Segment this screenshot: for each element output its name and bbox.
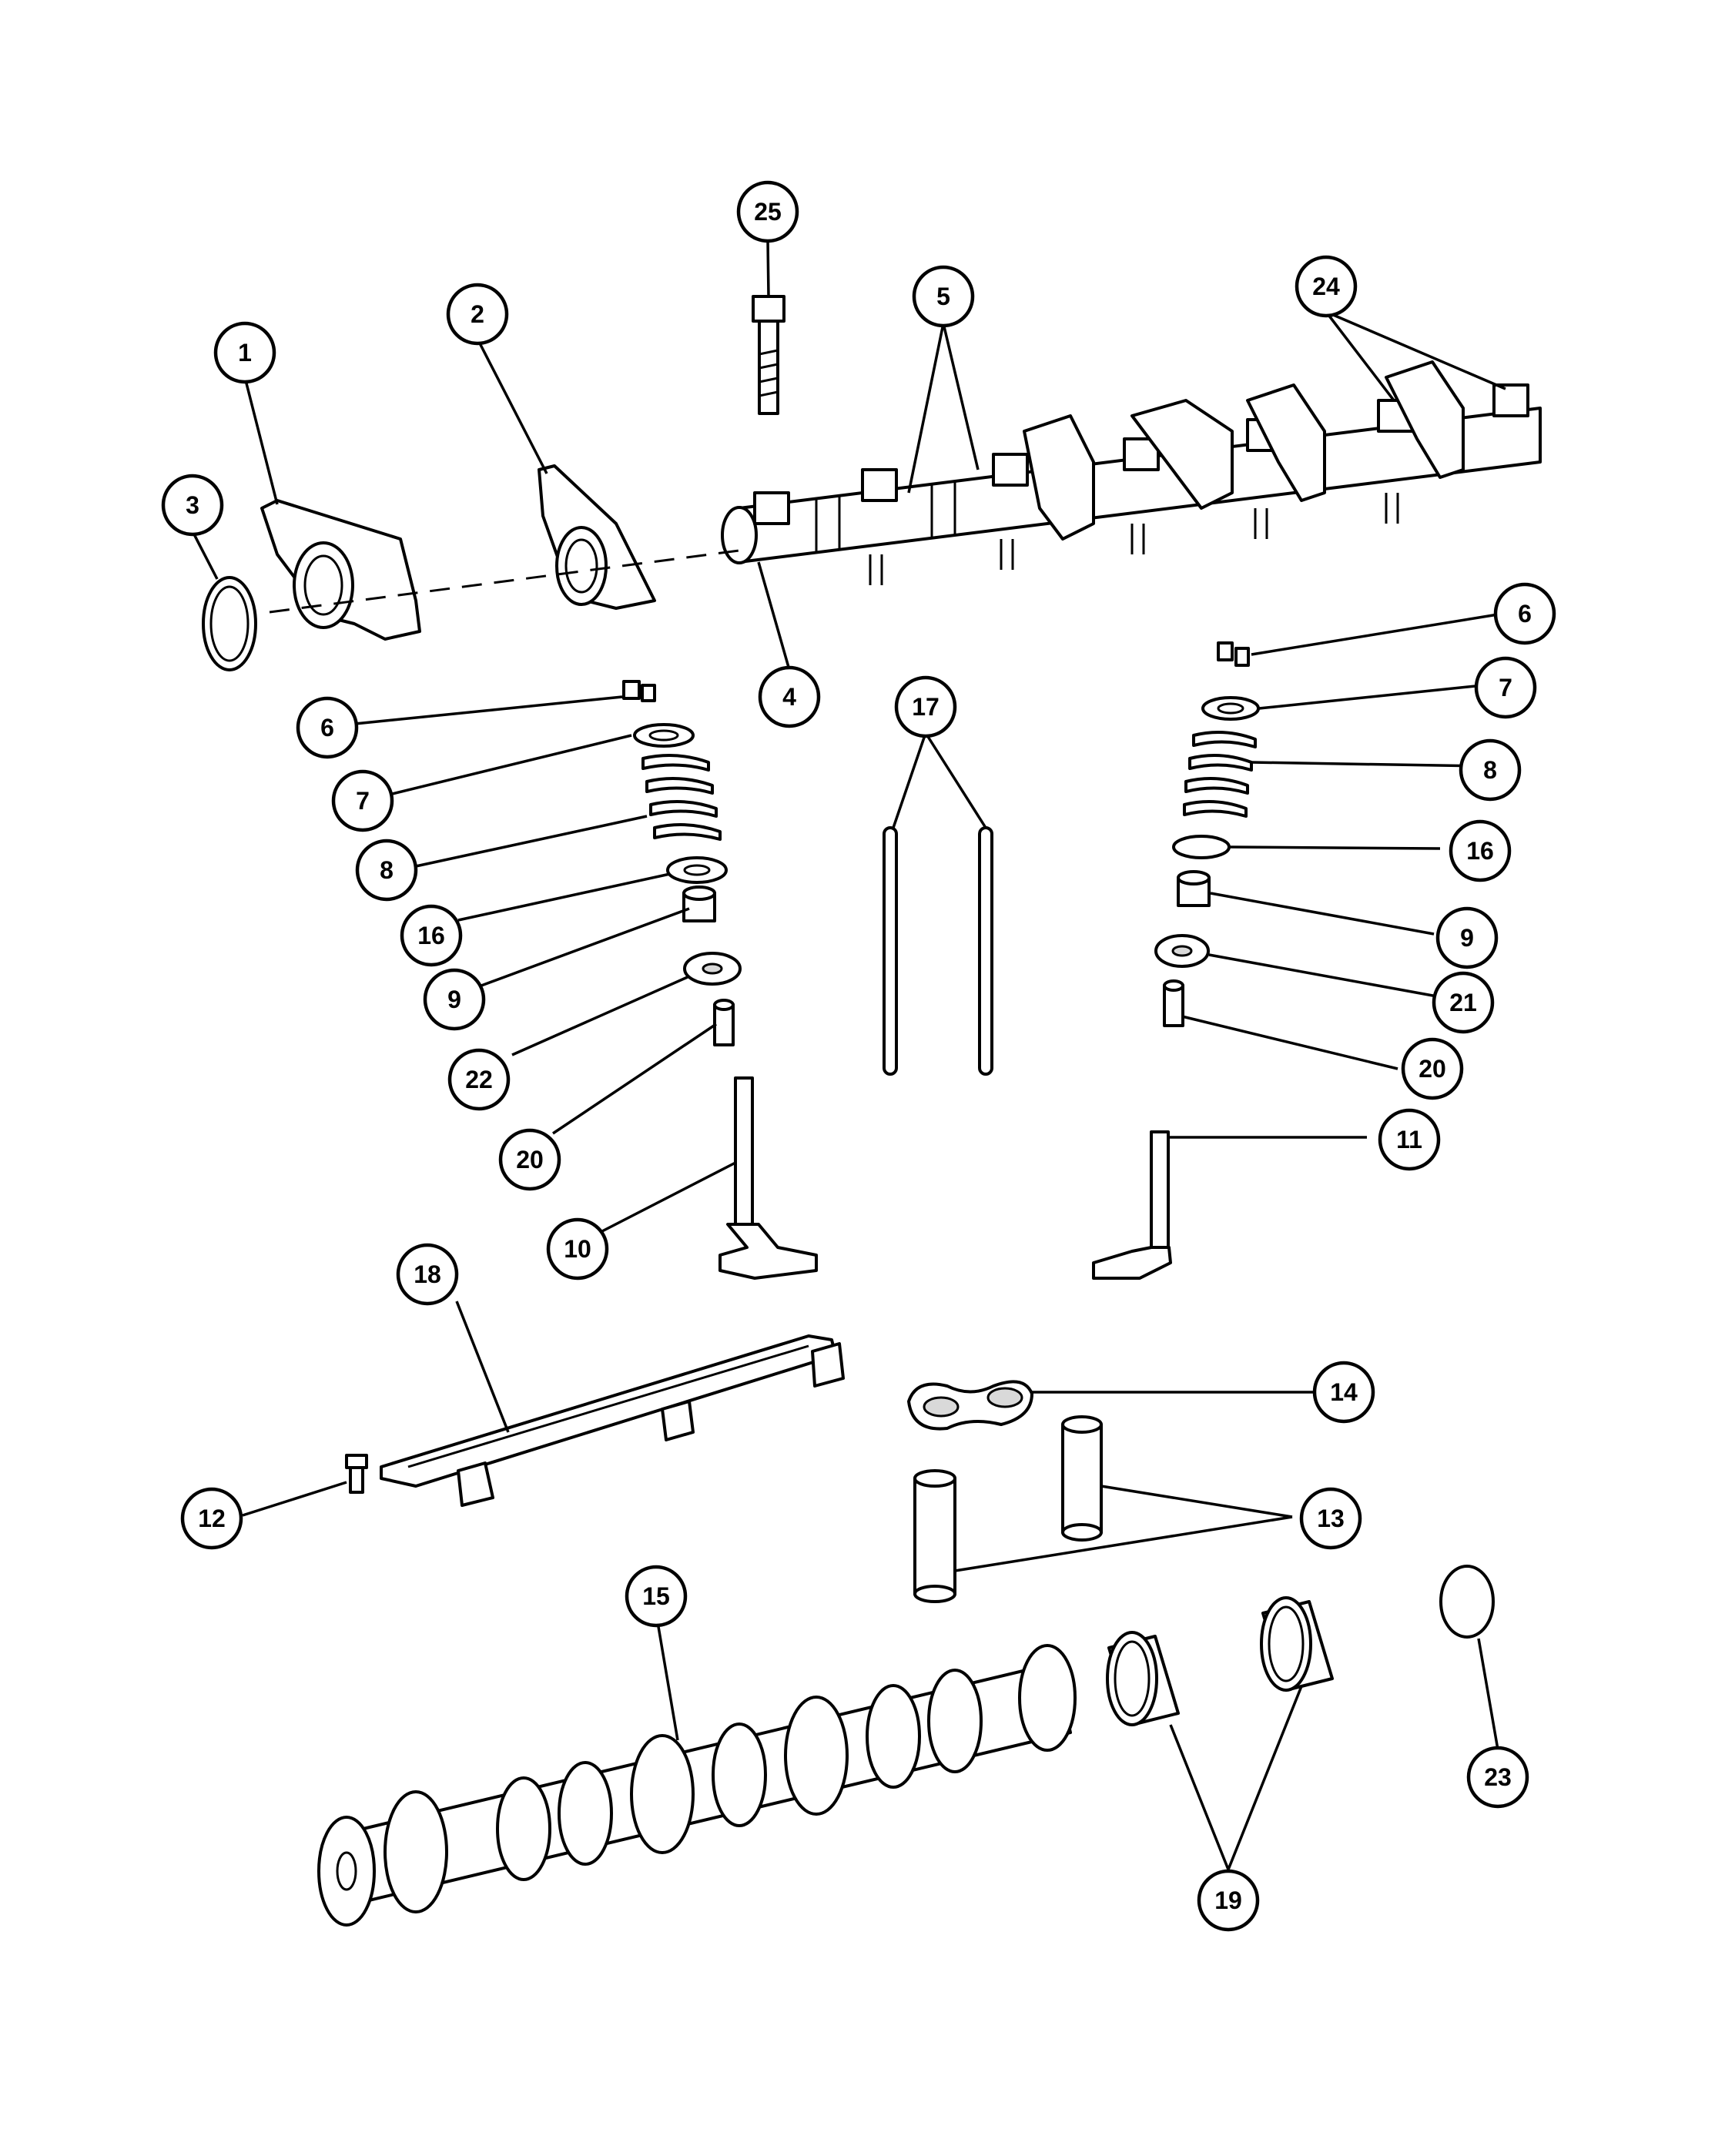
alignment-line <box>269 549 740 614</box>
callout-label: 9 <box>447 986 461 1013</box>
callout-label: 7 <box>356 787 370 815</box>
callout-24: 24 <box>1295 255 1358 318</box>
callout-18: 18 <box>396 1243 459 1306</box>
callout-25: 25 <box>736 180 799 243</box>
rocker-arm-center <box>538 464 656 610</box>
callout-8-left: 8 <box>355 839 418 902</box>
leader-lines <box>191 239 1506 1870</box>
callout-label: 24 <box>1312 273 1340 300</box>
callout-label: 20 <box>516 1146 544 1173</box>
cam-bearings <box>1106 1596 1334 1726</box>
callout-7-right: 7 <box>1474 656 1537 719</box>
callout-17: 17 <box>894 675 957 738</box>
camshaft <box>317 1644 1077 1927</box>
callout-13: 13 <box>1299 1487 1362 1550</box>
callout-label: 23 <box>1484 1763 1512 1791</box>
callout-label: 1 <box>238 339 252 367</box>
callout-8-right: 8 <box>1459 738 1522 802</box>
callout-label: 6 <box>1518 600 1532 628</box>
callout-9-right: 9 <box>1435 906 1499 969</box>
callout-label: 19 <box>1214 1886 1242 1914</box>
callout-14: 14 <box>1312 1361 1375 1424</box>
callout-label: 12 <box>198 1505 226 1532</box>
callout-7-left: 7 <box>331 769 394 832</box>
callout-6-right: 6 <box>1493 582 1556 645</box>
lifters <box>913 1415 1103 1603</box>
callout-6-left: 6 <box>296 696 359 759</box>
callout-label: 7 <box>1499 674 1512 701</box>
callout-4: 4 <box>758 665 821 728</box>
callout-label: 13 <box>1317 1505 1345 1532</box>
callout-label: 25 <box>754 198 782 226</box>
callout-label: 2 <box>471 300 484 328</box>
callout-label: 20 <box>1419 1055 1446 1083</box>
callout-16-left: 16 <box>400 904 463 967</box>
callout-label: 8 <box>380 856 394 884</box>
callout-19: 19 <box>1197 1869 1260 1932</box>
callout-2: 2 <box>446 283 509 346</box>
callout-9-left: 9 <box>423 968 486 1031</box>
rocker-shaft-assembly <box>721 360 1542 585</box>
push-rods <box>883 826 993 1076</box>
callout-16-right: 16 <box>1449 819 1512 882</box>
callout-12: 12 <box>180 1487 243 1550</box>
callout-15: 15 <box>625 1565 688 1628</box>
callout-label: 22 <box>465 1066 493 1093</box>
callout-label: 3 <box>186 491 199 519</box>
bolt-part <box>752 295 785 415</box>
callout-label: 14 <box>1330 1378 1358 1406</box>
callout-1: 1 <box>213 321 276 384</box>
callout-label: 8 <box>1483 756 1497 784</box>
callout-5: 5 <box>912 265 975 328</box>
callout-10: 10 <box>546 1217 609 1281</box>
callout-20-right: 20 <box>1401 1037 1464 1100</box>
callout-label: 16 <box>1466 837 1494 865</box>
washer-part <box>202 576 257 671</box>
callout-label: 18 <box>414 1260 441 1288</box>
callout-label: 17 <box>912 693 940 721</box>
callout-label: 9 <box>1460 924 1474 952</box>
callout-21: 21 <box>1432 971 1495 1034</box>
callout-label: 4 <box>782 683 796 711</box>
callout-label: 11 <box>1396 1126 1422 1153</box>
callout-label: 10 <box>564 1235 591 1263</box>
small-bolt-part <box>345 1454 368 1494</box>
callout-11: 11 <box>1378 1108 1441 1171</box>
callout-label: 21 <box>1449 989 1477 1016</box>
callout-20-left: 20 <box>498 1128 561 1191</box>
shaft-bolts <box>753 383 1529 525</box>
callout-23: 23 <box>1466 1746 1529 1809</box>
rocker-arm-left <box>260 499 421 641</box>
callout-label: 6 <box>320 714 334 742</box>
right-valve-stack <box>1092 641 1260 1280</box>
lifter-yoke <box>907 1380 1033 1431</box>
callout-label: 5 <box>936 283 950 310</box>
callout-label: 15 <box>642 1582 670 1610</box>
expansion-plug <box>1439 1565 1495 1639</box>
callout-22: 22 <box>447 1048 511 1111</box>
callout-label: 16 <box>417 922 445 949</box>
left-valve-stack <box>622 680 818 1280</box>
callout-3: 3 <box>161 474 224 537</box>
lifter-retainer <box>380 1334 845 1507</box>
